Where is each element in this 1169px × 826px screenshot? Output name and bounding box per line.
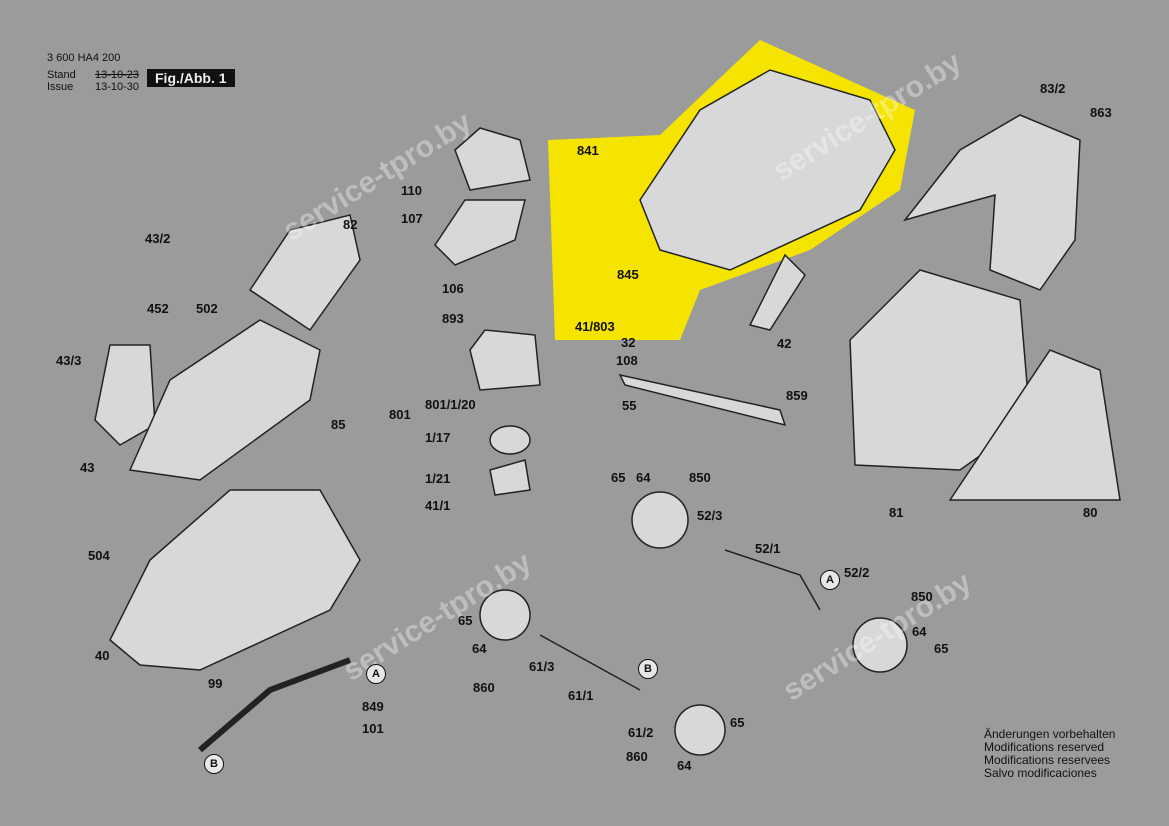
callout-b: B — [638, 659, 658, 679]
wheel-850-front — [631, 491, 689, 549]
part-81-grassbox — [849, 269, 1031, 471]
part-label: 860 — [626, 749, 648, 764]
part-label: 106 — [442, 281, 464, 296]
part-label: 845 — [617, 267, 639, 282]
part-110-cover — [454, 127, 531, 191]
part-label: 1/21 — [425, 471, 451, 486]
part-label: 81 — [889, 505, 904, 520]
part-label: 801/1/20 — [425, 397, 476, 412]
callout-b: B — [204, 754, 224, 774]
part-label: 43/3 — [56, 353, 82, 368]
part-label: 452 — [147, 301, 169, 316]
part-label: 108 — [616, 353, 638, 368]
part-849-lever — [198, 657, 352, 753]
part-label: 64 — [677, 758, 692, 773]
note: Änderungen vorbehalten — [984, 727, 1116, 741]
part-label: 83/2 — [1040, 81, 1066, 96]
part-label: 504 — [88, 548, 110, 563]
part-label: 61/2 — [628, 725, 654, 740]
part-label: 55 — [622, 398, 637, 413]
part-label: 65 — [934, 641, 949, 656]
part-1-17-pulley — [489, 425, 531, 455]
part-label: 52/2 — [844, 565, 870, 580]
part-label: 52/1 — [755, 541, 781, 556]
callout-a: A — [820, 570, 840, 590]
wheel-850-right — [852, 617, 908, 673]
part-42-guard — [748, 253, 806, 331]
note: Modifications reserved — [984, 740, 1105, 754]
part-863-handle-top — [902, 114, 1081, 291]
part-label: 64 — [912, 624, 927, 639]
part-61-1-axle — [539, 634, 641, 691]
part-label: 65 — [611, 470, 626, 485]
part-label: 52/3 — [697, 508, 723, 523]
part-housing-top — [128, 319, 321, 481]
part-label: 65 — [458, 613, 473, 628]
issue-label: Issue — [47, 81, 74, 93]
part-label: 107 — [401, 211, 423, 226]
part-label: 110 — [401, 183, 422, 198]
part-label: 99 — [208, 676, 223, 691]
part-label: 64 — [472, 641, 487, 656]
part-label: 850 — [911, 589, 933, 604]
part-label: 43 — [80, 460, 95, 475]
part-label: 80 — [1083, 505, 1098, 520]
part-label: 893 — [442, 311, 464, 326]
part-label: 502 — [196, 301, 218, 316]
part-label: 101 — [362, 721, 384, 736]
part-label: 43/2 — [145, 231, 171, 246]
part-55-blade — [618, 373, 787, 427]
note: Salvo modificaciones — [984, 766, 1097, 780]
figure-label: Fig./Abb. 1 — [147, 69, 235, 87]
note: Modifications reservees — [984, 753, 1111, 767]
stand-label: Stand — [47, 69, 76, 81]
part-label: 85 — [331, 417, 346, 432]
part-label: 841 — [577, 143, 599, 158]
part-label: 1/17 — [425, 430, 451, 445]
part-label: 42 — [777, 336, 792, 351]
part-label: 41/1 — [425, 498, 451, 513]
part-label: 32 — [621, 335, 636, 350]
part-label: 40 — [95, 648, 110, 663]
wheel-860-rear-right — [674, 704, 726, 756]
part-label: 64 — [636, 470, 651, 485]
part-43-grille — [94, 344, 156, 446]
part-label: 860 — [473, 680, 495, 695]
part-80-grassbag — [948, 349, 1121, 501]
part-893-motor — [469, 329, 541, 391]
part-label: 849 — [362, 699, 384, 714]
part-label: 801 — [389, 407, 411, 422]
part-label: 82 — [343, 217, 358, 232]
stand-date: 13-10-23 — [95, 69, 140, 81]
part-label: 859 — [786, 388, 808, 403]
callout-a: A — [366, 664, 386, 684]
part-number: 3 600 HA4 200 — [47, 52, 121, 64]
issue-date: 13-10-30 — [95, 81, 140, 93]
part-label: 61/3 — [529, 659, 555, 674]
part-107-housing — [434, 199, 526, 266]
part-label: 863 — [1090, 105, 1112, 120]
part-1-21-belt — [489, 459, 531, 496]
part-82-panel — [248, 214, 361, 332]
modification-notes: Änderungen vorbehalten Modifications res… — [984, 728, 1115, 780]
wheel-860-rear-left — [479, 589, 531, 641]
part-40-chassis — [109, 489, 361, 671]
part-52-1-axle — [724, 549, 821, 611]
part-label: 65 — [730, 715, 745, 730]
part-841-deck — [639, 69, 896, 271]
part-label: 850 — [689, 470, 711, 485]
part-label: 41/803 — [575, 319, 615, 334]
part-label: 61/1 — [568, 688, 594, 703]
